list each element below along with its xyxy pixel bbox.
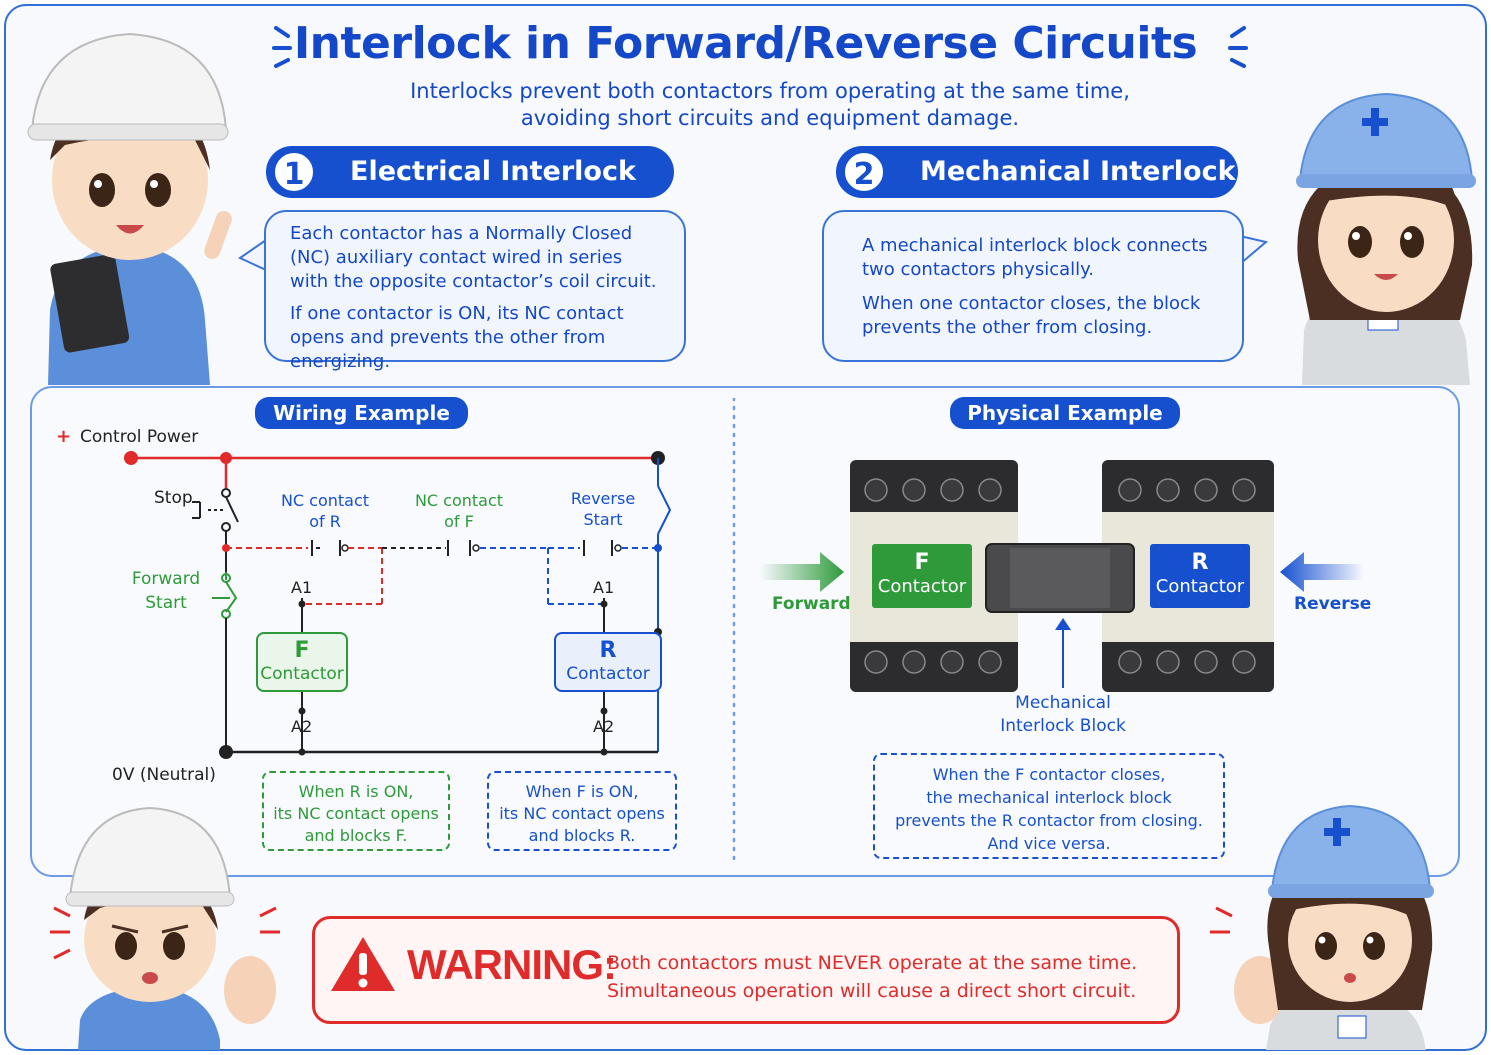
mechanical-text: When one contactor closes, the block pre… bbox=[862, 293, 1201, 338]
a2-label: A2 bbox=[291, 717, 313, 736]
plus-sign: + bbox=[56, 426, 72, 447]
note-line: And vice versa. bbox=[987, 834, 1111, 853]
warning-icon bbox=[331, 937, 395, 991]
neutral-label: 0V (Neutral) bbox=[112, 765, 216, 785]
a1-label: A1 bbox=[291, 578, 313, 597]
label-line: Start bbox=[145, 593, 187, 613]
nc-of-r-label: NC contact of R bbox=[272, 490, 378, 532]
mechanical-heading: 2 Mechanical Interlock bbox=[836, 146, 1238, 198]
bubble-tail bbox=[1239, 235, 1269, 265]
reverse-label: Reverse bbox=[1294, 594, 1372, 614]
note-line: the mechanical interlock block bbox=[926, 788, 1172, 807]
f-contactor-label: F Contactor bbox=[872, 544, 972, 608]
engineer-girl-smiling-illustration bbox=[1296, 92, 1476, 385]
note-line: When the F contactor closes, bbox=[932, 765, 1166, 784]
warning-label: WARNING: bbox=[407, 941, 617, 988]
note-line: its NC contact opens bbox=[273, 804, 439, 823]
bubble-tail bbox=[237, 239, 267, 271]
engineer-girl-stop-illustration bbox=[1210, 804, 1434, 1050]
coil-letter: F bbox=[294, 638, 310, 663]
number-badge: 2 bbox=[842, 150, 886, 194]
label-line: Forward bbox=[131, 569, 201, 589]
subtitle-line: avoiding short circuits and equipment da… bbox=[520, 106, 1020, 130]
warning-line: Simultaneous operation will cause a dire… bbox=[607, 980, 1137, 1002]
label-line: of F bbox=[444, 512, 474, 531]
a1-label: A1 bbox=[593, 578, 615, 597]
note-line: and blocks R. bbox=[528, 826, 636, 845]
engineer-boy-pointing-illustration bbox=[27, 32, 232, 385]
interlock-block-label: Mechanical Interlock Block bbox=[990, 692, 1136, 738]
control-power-label: Control Power bbox=[80, 427, 199, 447]
stop-label: Stop bbox=[154, 488, 193, 508]
label-line: of R bbox=[309, 512, 341, 531]
label-line: Mechanical bbox=[1015, 693, 1111, 713]
page-title: Interlock in Forward/Reverse Circuits bbox=[293, 18, 1198, 69]
label-line: NC contact bbox=[280, 491, 370, 510]
nc-of-f-label: NC contact of F bbox=[406, 490, 512, 532]
mechanical-bubble: A mechanical interlock block connects tw… bbox=[822, 210, 1244, 362]
label-line: Reverse bbox=[570, 489, 636, 508]
subtitle-line: Interlocks prevent both contactors from … bbox=[410, 79, 1130, 103]
note-line: prevents the R contactor from closing. bbox=[895, 811, 1203, 830]
note-line: and blocks F. bbox=[304, 826, 408, 845]
forward-label: Forward bbox=[772, 594, 851, 614]
a2-label: A2 bbox=[593, 717, 615, 736]
reverse-arrow-icon bbox=[1280, 552, 1364, 592]
electrical-bubble: Each contactor has a Normally Closed (NC… bbox=[264, 210, 686, 372]
coil-word: Contactor bbox=[260, 664, 344, 684]
note-r: When F is ON, its NC contact opens and b… bbox=[487, 771, 677, 851]
forward-start-label: Forward Start bbox=[122, 567, 210, 615]
coil-letter: R bbox=[599, 638, 617, 663]
electrical-text: If one contactor is ON, its NC contact o… bbox=[290, 303, 624, 372]
note-line: its NC contact opens bbox=[499, 804, 665, 823]
page-subtitle: Interlocks prevent both contactors from … bbox=[0, 78, 1491, 132]
note-f: When R is ON, its NC contact opens and b… bbox=[262, 771, 450, 851]
contactor-letter: F bbox=[914, 550, 930, 575]
note-line: When F is ON, bbox=[525, 782, 639, 801]
sparkle-right-icon bbox=[1228, 26, 1248, 68]
warning-line: Both contactors must NEVER operate at th… bbox=[607, 952, 1138, 974]
sparkle-left-icon bbox=[272, 26, 292, 68]
label-line: Interlock Block bbox=[1000, 716, 1126, 736]
r-coil: R Contactor bbox=[554, 632, 662, 692]
electrical-text: Each contactor has a Normally Closed (NC… bbox=[290, 223, 657, 292]
coil-word: Contactor bbox=[566, 664, 650, 684]
contactor-word: Contactor bbox=[1155, 576, 1245, 597]
reverse-start-label: Reverse Start bbox=[560, 488, 646, 530]
up-arrow-icon bbox=[1055, 618, 1071, 630]
label-line: Start bbox=[583, 510, 623, 529]
mechanical-heading-label: Mechanical Interlock bbox=[920, 156, 1236, 187]
electrical-heading: 1 Electrical Interlock bbox=[266, 146, 674, 198]
forward-arrow-icon bbox=[760, 552, 844, 592]
wiring-diagram bbox=[124, 451, 672, 759]
f-coil: F Contactor bbox=[256, 632, 348, 692]
r-contactor-label: R Contactor bbox=[1150, 544, 1250, 608]
engineer-boy-stop-illustration bbox=[50, 806, 280, 1050]
number-badge: 1 bbox=[272, 150, 316, 194]
power-terminal bbox=[124, 451, 138, 465]
physical-note: When the F contactor closes, the mechani… bbox=[873, 753, 1225, 859]
contactor-letter: R bbox=[1191, 550, 1209, 575]
electrical-heading-label: Electrical Interlock bbox=[350, 156, 636, 187]
note-line: When R is ON, bbox=[298, 782, 414, 801]
warning-text: Both contactors must NEVER operate at th… bbox=[607, 949, 1137, 1005]
physical-heading: Physical Example bbox=[950, 397, 1180, 429]
warning-box: WARNING: Both contactors must NEVER oper… bbox=[312, 916, 1180, 1024]
mechanical-text: A mechanical interlock block connects tw… bbox=[862, 235, 1208, 280]
label-line: NC contact bbox=[414, 491, 504, 510]
contactor-word: Contactor bbox=[877, 576, 967, 597]
wiring-heading: Wiring Example bbox=[255, 397, 468, 429]
